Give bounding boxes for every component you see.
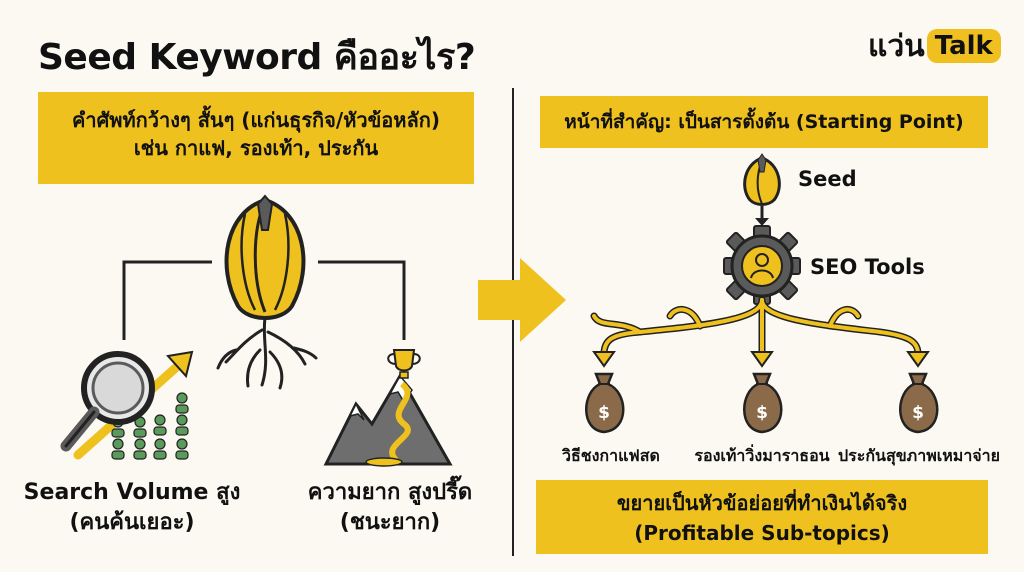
subtopics-box: ขยายเป็นหัวข้อย่อยที่ทำเงินได้จริง (Prof…: [536, 480, 988, 554]
page-title: Seed Keyword คืออะไร?: [38, 37, 476, 78]
difficulty-line-2: (ชนะยาก): [339, 510, 441, 535]
definition-line-1: คำศัพท์กว้างๆ สั้นๆ (แก่นธุรกิจ/หัวข้อหล…: [72, 108, 440, 132]
svg-text:$: $: [756, 403, 768, 423]
definition-line-2: เช่น กาแฟ, รองเท้า, ประกัน: [133, 136, 379, 160]
difficulty-line-1: ความยาก สูงปรี๊ด: [307, 480, 473, 505]
branch-arrowheads: [592, 351, 930, 368]
purpose-box: หน้าที่สำคัญ: เป็นสารตั้งต้น (Starting P…: [540, 96, 988, 148]
branch-lines: [590, 296, 922, 360]
roots-icon: [216, 316, 318, 390]
svg-text:$: $: [598, 403, 610, 423]
gear-icon: [723, 225, 801, 305]
search-volume-label: Search Volume สูง (คนค้นเยอะ): [16, 478, 248, 538]
logo-badge: Talk: [926, 29, 1001, 63]
money-bag-icon: [585, 372, 625, 434]
seed-icon: [743, 153, 781, 206]
subtopics-line-2: (Profitable Sub-topics): [634, 521, 890, 545]
subtopics-line-1: ขยายเป็นหัวข้อย่อยที่ทำเงินได้จริง: [616, 491, 908, 515]
money-bag-icon: [899, 372, 939, 434]
definition-box: คำศัพท์กว้างๆ สั้นๆ (แก่นธุรกิจ/หัวข้อหล…: [38, 92, 474, 184]
money-bag-icon: [743, 372, 783, 434]
arrow-right-icon: [478, 258, 566, 342]
brand-logo: แว่น Talk: [868, 22, 1001, 70]
down-arrow-icon: [755, 206, 769, 226]
difficulty-label: ความยาก สูงปรี๊ด (ชนะยาก): [290, 478, 490, 538]
seo-tools-label: SEO Tools: [810, 255, 925, 279]
center-divider: [512, 88, 514, 556]
subtopic-label-2: รองเท้าวิ่งมาราธอน: [694, 446, 830, 465]
mountain-icon: [323, 372, 453, 467]
search-volume-line-1: Search Volume สูง: [23, 480, 241, 505]
subtopic-label-3: ประกันสุขภาพเหมาจ่าย: [838, 446, 1001, 465]
seed-label: Seed: [798, 167, 857, 191]
subtopic-label-1: วิธีชงกาแฟสด: [562, 446, 660, 465]
svg-text:$: $: [912, 403, 924, 423]
connector-lines: [122, 260, 406, 340]
magnifier-icon: [60, 351, 155, 452]
seed-icon: [224, 194, 306, 320]
logo-text: แว่น: [868, 28, 925, 64]
trophy-icon: [387, 349, 421, 379]
dollar-signs: $ $ $: [598, 403, 924, 423]
search-volume-line-2: (คนค้นเยอะ): [69, 510, 195, 535]
